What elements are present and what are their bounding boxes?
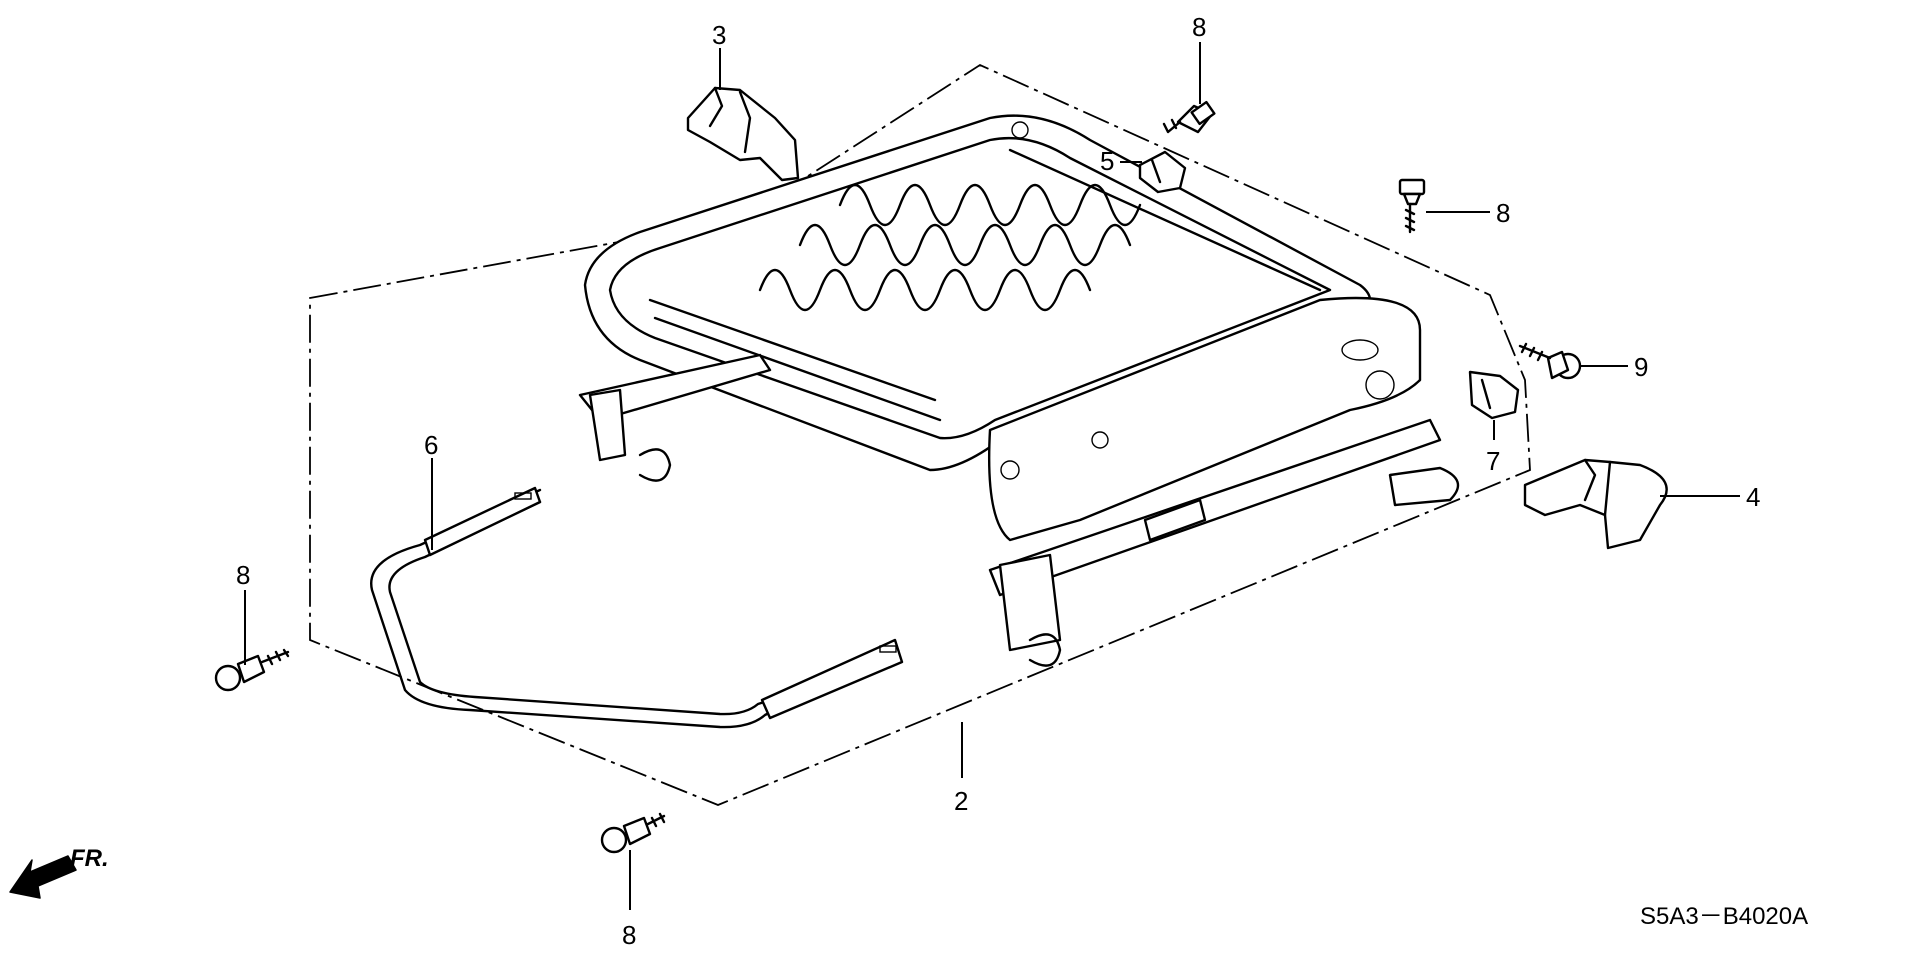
bolt-8-top bbox=[1162, 100, 1216, 134]
callout-8-top: 8 bbox=[1192, 12, 1206, 42]
part-4-cover bbox=[1523, 458, 1668, 550]
callout-4: 4 bbox=[1746, 482, 1760, 512]
part-6-rod bbox=[370, 486, 904, 729]
part-7-clip bbox=[1468, 370, 1520, 420]
callout-8-left: 8 bbox=[236, 560, 250, 590]
callout-7: 7 bbox=[1486, 446, 1500, 476]
callout-9: 9 bbox=[1634, 352, 1648, 382]
callout-6: 6 bbox=[424, 430, 438, 460]
seat-frame-assembly bbox=[578, 114, 1460, 667]
part-3-cover bbox=[686, 86, 800, 182]
bolt-9 bbox=[1518, 342, 1582, 380]
diagram-reference-code: S5A3－B4020A bbox=[1640, 903, 1808, 930]
callout-5: 5 bbox=[1100, 146, 1114, 176]
forward-direction-indicator: FR. bbox=[9, 845, 109, 899]
forward-label: FR. bbox=[70, 845, 109, 872]
bolt-8-right bbox=[1398, 178, 1426, 234]
forward-arrow-icon bbox=[9, 855, 77, 899]
callout-2: 2 bbox=[954, 786, 968, 816]
assembly-boundary-outline bbox=[309, 63, 1531, 806]
part-5-clip bbox=[1138, 150, 1187, 194]
bolt-8-left bbox=[214, 648, 290, 692]
bolt-8-bottom bbox=[600, 812, 666, 854]
callout-8-right: 8 bbox=[1496, 198, 1510, 228]
callout-8-bottom: 8 bbox=[622, 920, 636, 950]
callout-3: 3 bbox=[712, 20, 726, 50]
